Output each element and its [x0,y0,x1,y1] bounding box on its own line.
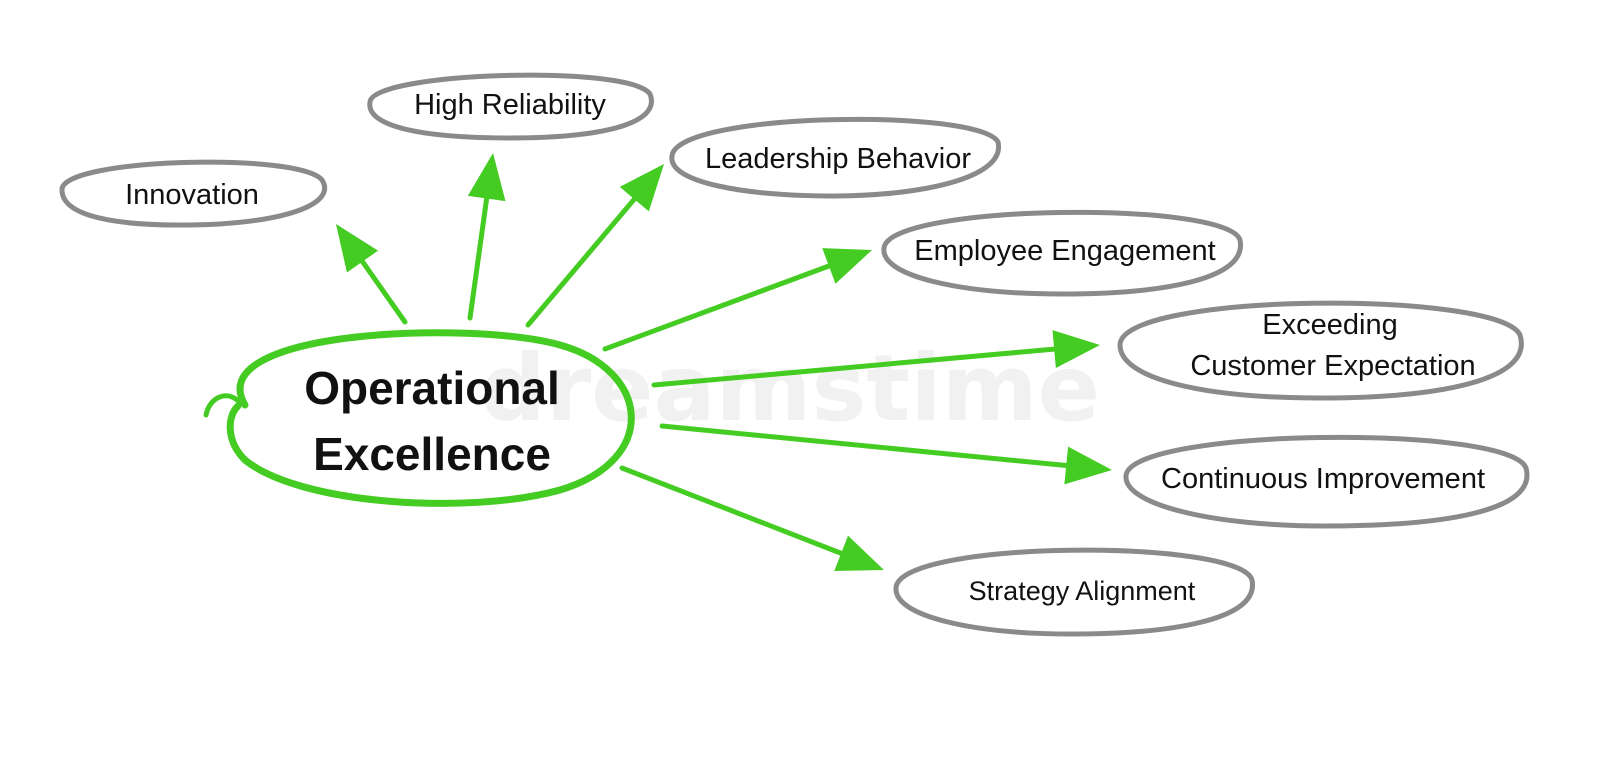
node-outline [1117,300,1524,401]
arrow-head-continuous-improvement [1064,446,1112,485]
arrow-head-employee-engagement [822,248,872,284]
node-outline [669,116,1001,199]
arrow-shaft-strategy-alignment [619,465,848,558]
central-node-label: Excellence [313,428,551,480]
node-strategy-alignment: Strategy Alignment [893,547,1255,637]
central-node-tail [203,393,243,418]
node-label: Customer Expectation [1190,350,1475,382]
node-label: High Reliability [414,89,606,121]
arrow-head-exceeding-customer-expectation [1052,330,1100,369]
arrow-shaft-continuous-improvement [659,423,1073,469]
arrow-group [336,153,1112,572]
arrow-head-strategy-alignment [834,535,884,572]
node-exceeding-customer-expectation: Exceeding Customer Expectation [1117,300,1524,401]
node-label: Employee Engagement [914,235,1215,267]
arrow-shaft-innovation [357,255,408,325]
arrow-shaft-employee-engagement [602,262,836,352]
arrow-head-innovation [336,224,379,273]
node-outline [893,547,1255,637]
node-label: Innovation [125,179,259,211]
arrow-head-leadership-behavior [619,164,664,212]
central-node: Operational Excellence [203,329,635,507]
node-label: Continuous Improvement [1161,463,1485,495]
node-outline [59,159,327,228]
arrow-shaft-exceeding-customer-expectation [651,346,1061,388]
node-outline [1123,434,1530,529]
arrow-head-high-reliability [467,153,506,202]
node-innovation: Innovation [59,159,327,228]
central-node-label: Operational [304,362,560,414]
node-employee-engagement: Employee Engagement [881,209,1243,297]
central-node-outline [226,329,635,507]
arrow-shaft-high-reliability [467,192,490,321]
arrow-shaft-leadership-behavior [525,193,640,328]
node-outline [881,209,1243,297]
node-continuous-improvement: Continuous Improvement [1123,434,1530,529]
node-label: Strategy Alignment [969,576,1196,606]
node-outline [367,72,654,141]
node-leadership-behavior: Leadership Behavior [669,116,1001,199]
node-high-reliability: High Reliability [367,72,654,141]
node-label: Leadership Behavior [705,143,971,175]
node-label: Exceeding [1262,309,1397,341]
